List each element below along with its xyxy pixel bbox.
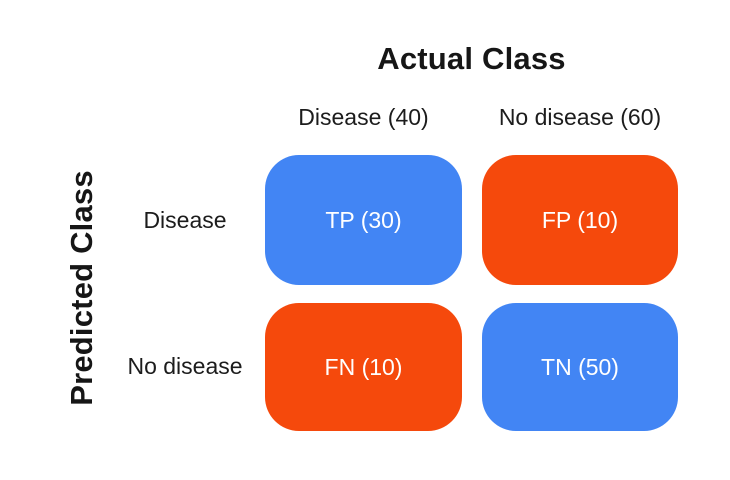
actual-class-title: Actual Class <box>377 41 566 76</box>
column-header-no-disease: No disease (60) <box>498 104 662 130</box>
cell-false-positive: FP (10) <box>482 155 678 285</box>
row-label-disease: Disease <box>143 207 227 233</box>
column-header-disease: Disease (40) <box>298 104 429 130</box>
cell-true-positive: TP (30) <box>265 155 462 285</box>
row-label-no-disease: No disease <box>127 353 243 379</box>
cell-true-negative: TN (50) <box>482 303 678 431</box>
cell-false-negative: FN (10) <box>265 303 462 431</box>
